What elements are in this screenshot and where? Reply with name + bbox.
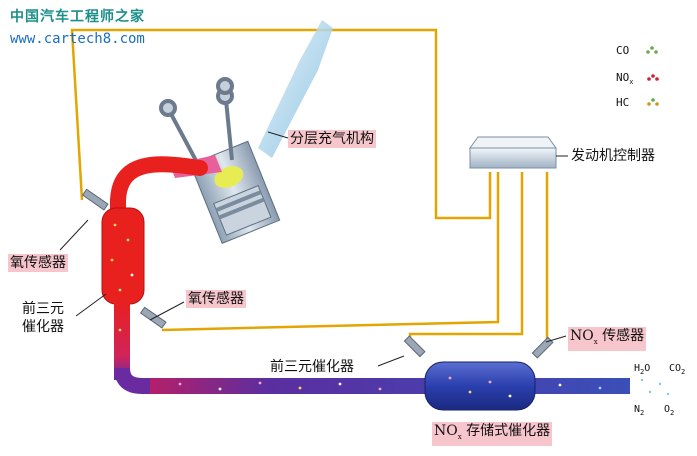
wire-pre-catalyst-to-controller bbox=[408, 172, 524, 345]
watermark-url: www.cartech8.com bbox=[10, 31, 145, 47]
left-pre-catalyst bbox=[101, 207, 145, 305]
nox-sensor bbox=[531, 336, 554, 359]
wire-upper-o2-to-controller bbox=[70, 28, 492, 220]
output-o2: O2 bbox=[664, 404, 675, 417]
legend-co: CO bbox=[616, 44, 630, 57]
exhaust-manifold bbox=[110, 156, 208, 223]
nox-storage-catalyst bbox=[424, 361, 536, 411]
label-oxygen-sensor-lower: 氧传感器 bbox=[186, 290, 246, 308]
engine-cylinder bbox=[189, 140, 281, 244]
label-pre-catalyst-left-1: 前三元 bbox=[22, 301, 64, 317]
watermark-title: 中国汽车工程师之家 bbox=[10, 9, 145, 25]
engine-controller-box bbox=[469, 136, 557, 169]
mid-sensor bbox=[403, 335, 426, 358]
upper-oxygen-sensor bbox=[81, 188, 109, 211]
nox-molecule-icon bbox=[647, 74, 659, 81]
injector-beam bbox=[258, 20, 333, 158]
hc-molecule-icon bbox=[647, 98, 659, 106]
wire-lower-o2-to-controller bbox=[161, 172, 500, 332]
sensors bbox=[81, 188, 554, 359]
label-nox-sensor: NOx 传感器 bbox=[568, 327, 647, 351]
gas-particles bbox=[110, 223, 670, 398]
label-stratified-charge: 分层充气机构 bbox=[288, 130, 376, 148]
down-pipe bbox=[114, 300, 130, 380]
co-molecule-icon bbox=[646, 46, 658, 54]
label-oxygen-sensor-upper: 氧传感器 bbox=[8, 254, 68, 272]
label-engine-controller: 发动机控制器 bbox=[571, 148, 655, 164]
output-h2o: H2O bbox=[634, 363, 651, 376]
legend-hc: HC bbox=[616, 96, 630, 109]
leader-lines bbox=[59, 131, 568, 367]
output-n2: N2 bbox=[634, 404, 645, 417]
label-nox-storage-catalyst: NOx 存储式催化器 bbox=[432, 422, 553, 446]
pipe-bend bbox=[114, 367, 160, 394]
intake-valves bbox=[159, 77, 234, 169]
label-pre-catalyst-left-2: 催化器 bbox=[22, 319, 64, 335]
lower-oxygen-sensor bbox=[139, 306, 167, 329]
exhaust-pipe bbox=[150, 378, 630, 394]
legend-icons bbox=[646, 46, 659, 106]
output-co2: CO2 bbox=[669, 363, 686, 376]
label-pre-catalyst-mid: 前三元催化器 bbox=[270, 359, 354, 375]
legend-nox: NOx bbox=[616, 71, 634, 87]
